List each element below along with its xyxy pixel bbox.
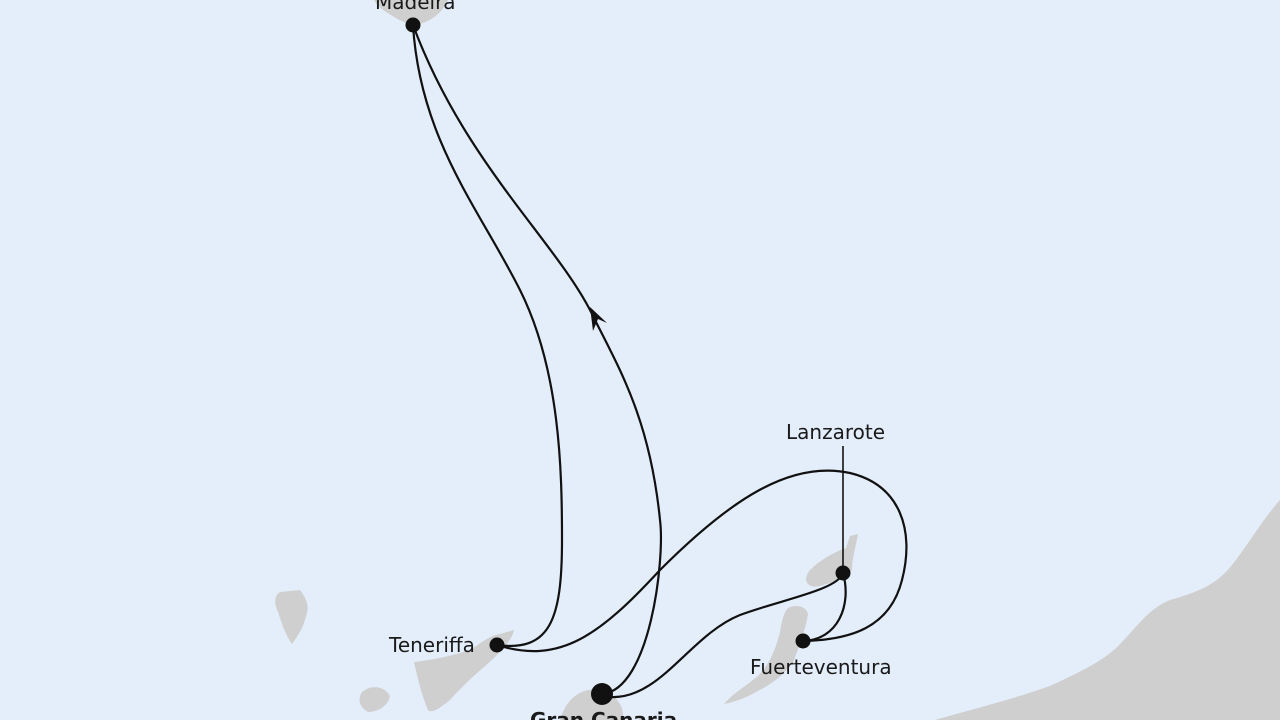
port-label-fuerteventura: Fuerteventura (750, 655, 892, 679)
port-label-lanzarote: Lanzarote (786, 420, 885, 444)
route-leg-lanzarote-gran-canaria (608, 571, 845, 699)
african-coast (935, 500, 1280, 720)
port-label-gran-canaria: Gran Canaria (530, 708, 678, 720)
port-marker-teneriffa (489, 637, 505, 653)
port-marker-gran-canaria (591, 683, 613, 705)
la-palma-island (275, 590, 308, 644)
route-lines (411, 23, 908, 699)
port-label-madeira: Madeira (375, 0, 456, 14)
route-leg-gran-canaria-madeira (411, 23, 663, 696)
route-direction-arrow (590, 307, 607, 331)
route-leg-fuerteventura-lanzarote (801, 571, 847, 643)
madeira-island (374, 0, 448, 25)
route-leg-teneriffa-lanzarote (495, 469, 908, 653)
fuerteventura-island (724, 606, 808, 704)
port-label-teneriffa: Teneriffa (389, 633, 475, 657)
port-marker-lanzarote (835, 565, 851, 581)
tenerife-island (414, 630, 514, 712)
el-hierro-island (359, 687, 390, 712)
port-marker-fuerteventura (795, 633, 811, 649)
port-marker-madeira (405, 17, 421, 33)
route-leg-madeira-teneriffa (411, 23, 564, 648)
